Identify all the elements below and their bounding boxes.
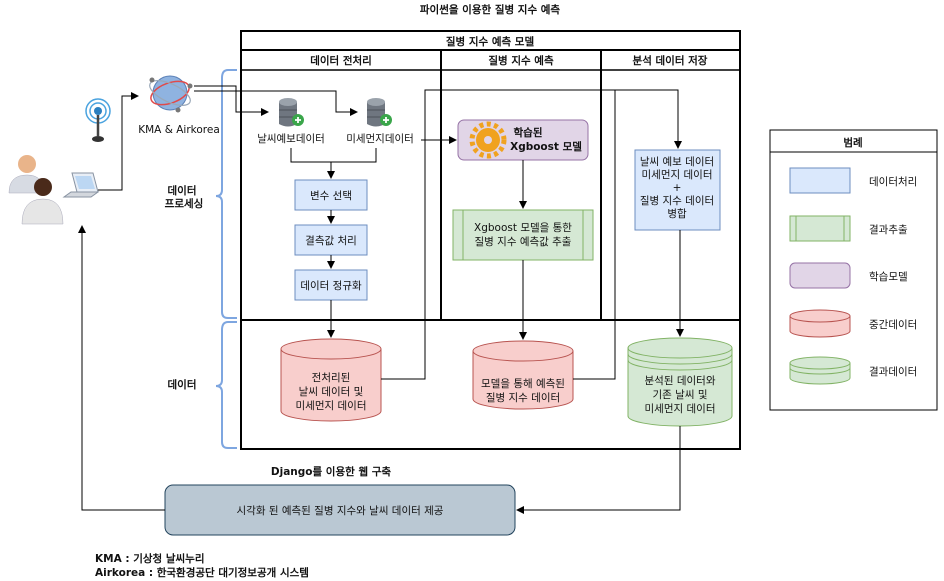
gear-icon — [469, 121, 507, 159]
trained-model-label-2: Xgboost 모델 — [510, 141, 582, 153]
section-header-predict: 질병 지수 예측 — [488, 54, 554, 67]
side-label-processing-1: 데이터 — [168, 184, 197, 197]
merge-label-3: + — [673, 182, 682, 194]
data-bracket — [215, 321, 237, 449]
dust-db-icon — [367, 98, 392, 127]
result-label-1: 분석된 데이터와 — [645, 375, 716, 387]
antenna-icon — [85, 98, 111, 142]
legend-label-extract: 결과추출 — [869, 224, 908, 236]
preprocessed-label-2: 날씨 데이터 및 — [299, 386, 364, 398]
diagram-title: 파이썬을 이용한 질병 지수 예측 — [420, 3, 561, 16]
extract-label-1: Xgboost 모델을 통한 — [474, 222, 572, 234]
result-data-cylinder — [627, 337, 733, 427]
predicted-label-2: 질병 지수 데이터 — [486, 392, 560, 404]
legend-label-result: 결과데이터 — [869, 366, 917, 378]
legend-swatch-processing — [789, 167, 851, 194]
legend-swatch-intermediate — [789, 309, 851, 338]
processing-bracket — [215, 69, 237, 319]
legend-swatch-extract — [789, 215, 851, 242]
legend-swatch-model — [789, 262, 851, 289]
merge-label-1: 날씨 예보 데이터 — [640, 155, 714, 168]
step-normalize-label: 데이터 정규화 — [300, 280, 362, 292]
weather-db-icon — [279, 98, 304, 127]
extract-label-2: 질병 지수 예측값 추출 — [475, 235, 572, 248]
preprocessed-label-3: 미세먼지 데이터 — [296, 400, 367, 412]
preprocessed-data-cylinder — [280, 338, 382, 422]
legend-label-intermediate: 중간데이터 — [869, 319, 917, 331]
connectors — [78, 85, 684, 514]
web-service-label: 시각화 된 예측된 질병 지수와 날씨 데이터 제공 — [237, 504, 444, 517]
merge-label-4: 질병 지수 데이터 — [640, 195, 714, 207]
predicted-data-cylinder — [472, 340, 574, 410]
side-label-processing-2: 프로세싱 — [165, 197, 204, 210]
weather-db-label: 날씨예보데이터 — [257, 132, 325, 145]
legend-title: 범례 — [843, 136, 862, 149]
merge-label-2: 미세먼지 데이터 — [642, 169, 713, 181]
laptop-icon — [62, 172, 100, 198]
step-variable-select — [294, 179, 368, 211]
trained-model-label-1: 학습된 — [514, 126, 543, 139]
section-header-store: 분석 데이터 저장 — [633, 54, 708, 67]
step-variable-select-label: 변수 선택 — [310, 190, 352, 202]
legend-label-model: 학습모델 — [869, 271, 908, 283]
dust-db-label: 미세먼지데이터 — [346, 133, 414, 145]
side-label-data: 데이터 — [168, 378, 197, 391]
step-missing-values-label: 결측값 처리 — [305, 235, 357, 247]
users-icon — [8, 155, 64, 225]
section-header-preprocess: 데이터 전처리 — [310, 54, 372, 67]
globe-network-icon — [149, 75, 193, 113]
footnote-kma: KMA : 기상청 날씨누리 — [95, 552, 205, 565]
preprocessed-label-1: 전처리된 — [312, 372, 351, 384]
footnote-airkorea: Airkorea : 한국환경공단 대기정보공개 시스템 — [95, 566, 309, 579]
predicted-label-1: 모델을 통해 예측된 — [481, 377, 565, 390]
result-label-2: 기존 날씨 및 — [653, 389, 708, 401]
merge-label-5: 병합 — [667, 208, 687, 220]
merge-box — [634, 149, 721, 231]
legend-label-processing: 데이터처리 — [869, 176, 917, 188]
legend-swatch-result — [789, 356, 851, 385]
result-label-3: 미세먼지 데이터 — [645, 403, 716, 415]
model-title: 질병 지수 예측 모델 — [446, 35, 535, 48]
web-caption: Django를 이용한 웹 구축 — [271, 465, 392, 478]
source-label: KMA & Airkorea — [138, 124, 220, 136]
extract-box — [452, 209, 594, 261]
